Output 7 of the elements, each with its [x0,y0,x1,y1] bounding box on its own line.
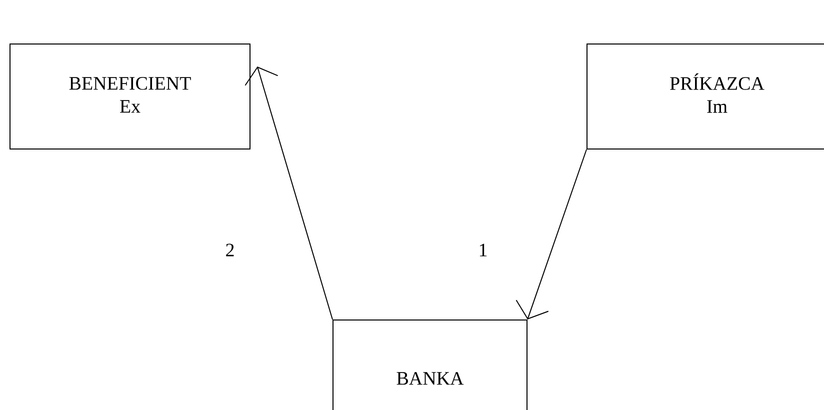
arrow [516,149,587,320]
edge-label: 1 [480,244,487,256]
edge-label: 2 [226,244,234,256]
box: PRÍKAZCA Im [586,44,824,150]
arrow [244,66,333,320]
box: BANKA [332,320,528,410]
box: BENEFICIENT Ex [10,44,250,150]
